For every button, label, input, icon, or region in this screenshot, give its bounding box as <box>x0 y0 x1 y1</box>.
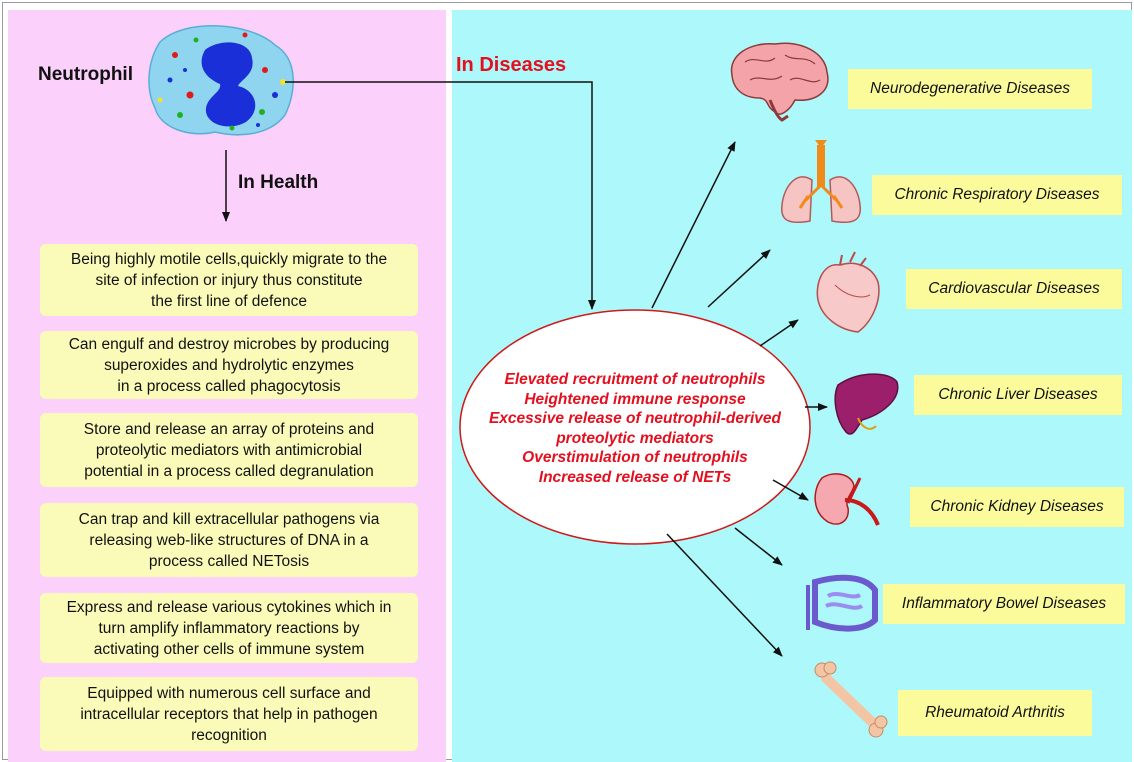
mechanism-line: Heightened immune response <box>470 390 800 410</box>
health-function-box: Express and release various cytokines wh… <box>40 593 418 663</box>
disease-label-neurodegenerative: Neurodegenerative Diseases <box>848 69 1092 109</box>
mechanism-line: Elevated recruitment of neutrophils <box>470 370 800 390</box>
disease-label-arthritis: Rheumatoid Arthritis <box>898 690 1092 736</box>
disease-label-bowel: Inflammatory Bowel Diseases <box>883 584 1125 624</box>
health-function-box: Can trap and kill extracellular pathogen… <box>40 503 418 577</box>
disease-label-respiratory: Chronic Respiratory Diseases <box>872 175 1122 215</box>
in-diseases-label: In Diseases <box>456 54 566 77</box>
neutrophil-icon <box>149 26 293 135</box>
bone-icon <box>815 662 887 737</box>
disease-mechanisms: Elevated recruitment of neutrophils Heig… <box>470 370 800 487</box>
mechanism-line: Excessive release of neutrophil-derived <box>470 409 800 429</box>
in-health-label: In Health <box>238 172 318 194</box>
mechanism-line: Overstimulation of neutrophils <box>470 448 800 468</box>
mechanism-line: Increased release of NETs <box>470 468 800 488</box>
heart-icon <box>817 252 879 332</box>
disease-label-kidney: Chronic Kidney Diseases <box>910 487 1124 527</box>
disease-label-cardiovascular: Cardiovascular Diseases <box>906 269 1122 309</box>
liver-icon <box>835 374 898 434</box>
kidney-icon <box>815 474 878 525</box>
mechanism-line: proteolytic mediators <box>470 429 800 449</box>
neutrophil-label: Neutrophil <box>38 64 133 86</box>
disease-label-liver: Chronic Liver Diseases <box>914 375 1122 415</box>
lungs-icon <box>782 140 861 222</box>
health-function-box: Store and release an array of proteins a… <box>40 413 418 487</box>
intestine-icon <box>808 578 875 630</box>
health-function-box: Being highly motile cells,quickly migrat… <box>40 244 418 316</box>
brain-icon <box>732 43 828 120</box>
health-function-box: Can engulf and destroy microbes by produ… <box>40 331 418 399</box>
